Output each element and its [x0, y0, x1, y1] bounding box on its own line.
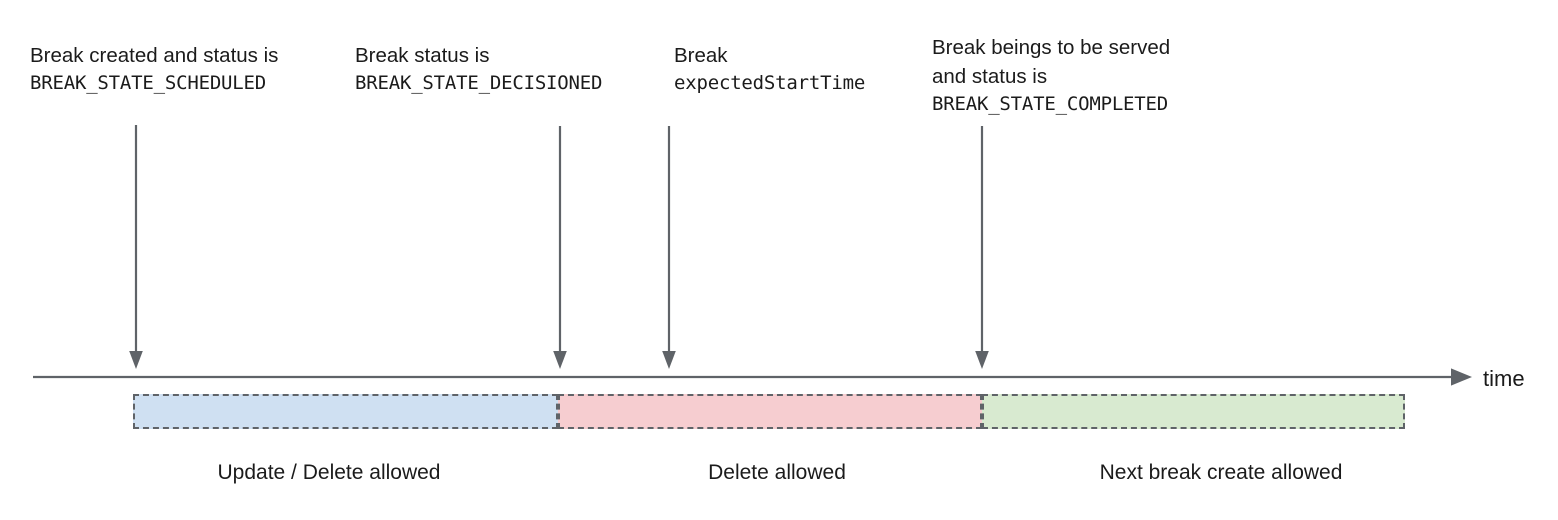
annotation-expected-start-time-line-1: Break	[674, 44, 728, 67]
phase-update-delete-allowed	[133, 394, 558, 429]
annotation-completed-line-1: Break beings to be served	[932, 36, 1171, 59]
time-axis	[33, 360, 1473, 394]
annotation-decisioned: Break status is BREAK_STATE_DECISIONED	[355, 41, 602, 97]
annotation-completed-line-2: and status is	[932, 65, 1048, 89]
annotation-scheduled-line-2: BREAK_STATE_SCHEDULED	[30, 72, 267, 95]
phase-caption-update-delete-allowed: Update / Delete allowed	[217, 461, 441, 484]
annotation-completed: Break beings to be served and status is …	[932, 33, 1170, 118]
annotation-expected-start-time-line-2: expectedStartTime	[674, 72, 866, 95]
annotation-expected-start-time: Break expectedStartTime	[674, 41, 865, 97]
drop-arrow-decisioned	[551, 126, 569, 370]
annotation-decisioned-line-2: BREAK_STATE_DECISIONED	[355, 72, 603, 95]
annotation-completed-line-3: BREAK_STATE_COMPLETED	[932, 93, 1169, 116]
drop-arrow-completed	[973, 126, 991, 370]
phase-caption-next-break-create-allowed: Next break create allowed	[1099, 461, 1343, 484]
phase-next-break-create-allowed	[982, 394, 1405, 429]
phase-caption-delete-allowed: Delete allowed	[708, 461, 846, 484]
annotation-scheduled: Break created and status is BREAK_STATE_…	[30, 41, 278, 97]
time-axis-label: time	[1483, 366, 1525, 391]
phase-delete-allowed	[558, 394, 982, 429]
annotation-decisioned-line-1: Break status is	[355, 44, 490, 67]
drop-arrow-expected-start-time	[660, 126, 678, 370]
annotation-scheduled-line-1: Break created and status is	[30, 44, 279, 67]
drop-arrow-scheduled	[127, 125, 145, 370]
